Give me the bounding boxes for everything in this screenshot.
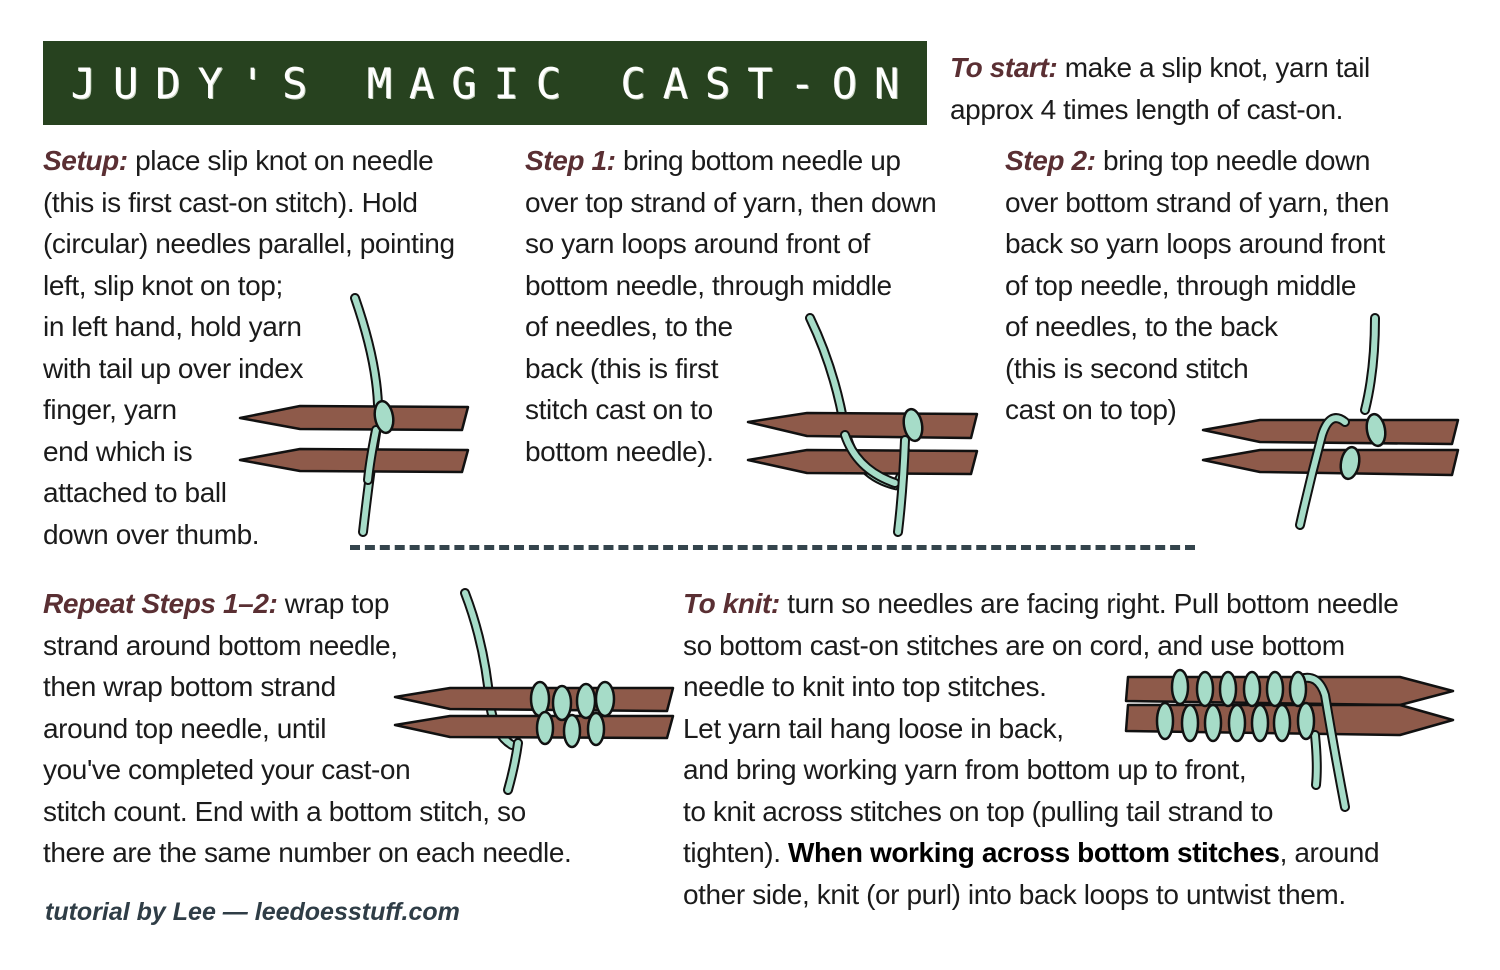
text-line: back (this is first [525, 352, 719, 384]
stitch-loop [594, 680, 616, 718]
text-line: to knit across stitches on top (pulling … [683, 795, 1274, 827]
to-start-text: To start: make a slip knot, yarn tail ap… [950, 47, 1370, 130]
title-banner: JUDY'S MAGIC CAST-ON [43, 41, 927, 125]
text-line: over bottom strand of yarn, then [1005, 186, 1390, 218]
text-line: other side, knit (or purl) into back loo… [683, 878, 1346, 910]
step1-illustration [746, 313, 979, 537]
text-line: finger, yarn [43, 394, 177, 425]
text-line: attached to ball [43, 477, 227, 508]
stitch-loop [1265, 670, 1285, 708]
slip-knot [373, 399, 395, 435]
top-needle [238, 404, 470, 432]
stitch-loop [586, 711, 606, 747]
text-line: needle to knit into top stitches. [683, 671, 1047, 702]
dashed-divider [350, 545, 1195, 550]
top-needle [746, 411, 979, 440]
text-line: and bring working yarn from bottom up to… [683, 754, 1247, 785]
text-line: of needles, to the back [1005, 311, 1278, 342]
text-line: wrap top [277, 588, 390, 619]
text-line: down over thumb. [43, 518, 260, 550]
emphasis-text: When working across bottom stitches [787, 837, 1280, 868]
step1-label: Step 1: [525, 145, 616, 176]
bottom-needle [1201, 448, 1460, 477]
repeat-label: Repeat Steps 1–2: [43, 588, 278, 619]
step2-illustration [1201, 313, 1460, 530]
stitch-loop [535, 710, 555, 746]
text-line: end which is [43, 435, 193, 467]
text-line: strand around bottom needle, [43, 629, 398, 661]
stitch-loop [1155, 701, 1175, 741]
text-line: make a slip knot, yarn tail [1057, 52, 1371, 83]
stitch-loop [575, 682, 597, 720]
text-line: back so yarn loops around front [1005, 228, 1385, 259]
knit-illustration [1124, 668, 1455, 812]
text-line: (circular) needles parallel, pointing [43, 228, 455, 259]
stitch-loop [1203, 703, 1223, 743]
text-line: cast on to top) [1005, 394, 1177, 425]
text-line: you've completed your cast-on [43, 754, 411, 785]
text-line: then wrap bottom strand [43, 671, 336, 702]
text-line: in left hand, hold yarn [43, 311, 302, 342]
stitch-loop [1296, 701, 1316, 741]
text-line: over top strand of yarn, then down [525, 186, 937, 218]
top-needle [1201, 418, 1460, 446]
stitch-loop [1339, 445, 1361, 481]
stitch-loop [1195, 670, 1215, 708]
stitch-loop [1227, 703, 1247, 743]
text-line: bottom needle, through middle [525, 269, 892, 301]
repeat-illustration [393, 588, 675, 795]
repeat-text: Repeat Steps 1–2: wrap top strand around… [43, 583, 572, 874]
text-line: Let yarn tail hang loose in back, [683, 712, 1064, 744]
page-title: JUDY'S MAGIC CAST-ON [70, 58, 917, 108]
text-line: with tail up over index [43, 352, 304, 384]
stitch-loop [1365, 412, 1387, 448]
to-knit-text: To knit: turn so needles are facing righ… [683, 583, 1399, 915]
text-line: so bottom cast-on stitches are on cord, … [683, 629, 1345, 661]
text-line: of needles, to the [525, 311, 733, 342]
setup-illustration [238, 293, 470, 537]
stitch-loop [1180, 703, 1200, 743]
text-line: around top needle, until [43, 712, 327, 744]
text-line: (this is second stitch [1005, 352, 1249, 384]
text-line: place slip knot on needle [127, 145, 434, 176]
stitch-loop [1218, 670, 1238, 708]
text-line: stitch count. End with a bottom stitch, … [43, 795, 526, 827]
text-line: bring top needle down [1095, 145, 1371, 176]
text-line: bring bottom needle up [615, 145, 901, 176]
text-line: (this is first cast-on stitch). Hold [43, 186, 418, 218]
to-start-label: To start: [950, 52, 1058, 83]
text-line: left, slip knot on top; [43, 269, 283, 301]
footer-credit: tutorial by Lee — leedoesstuff.com [45, 898, 460, 926]
step2-text: Step 2: bring top needle down over botto… [1005, 140, 1389, 431]
text-line: of top needle, through middle [1005, 269, 1357, 301]
stitch-loop [1170, 668, 1190, 706]
step2-label: Step 2: [1005, 145, 1096, 176]
text-line: there are the same number on each needle… [43, 837, 572, 868]
text-line: tighten). [683, 837, 788, 868]
stitch-loop [902, 407, 924, 443]
stitch-loop [551, 684, 573, 722]
text-line: turn so needles are facing right. Pull b… [779, 588, 1399, 619]
stitch-loop [562, 713, 582, 749]
text-line: so yarn loops around front of [525, 228, 870, 259]
to-knit-label: To knit: [683, 588, 780, 619]
stitch-loop [1288, 670, 1308, 708]
text-line: bottom needle). [525, 435, 714, 467]
setup-text: Setup: place slip knot on needle (this i… [43, 140, 455, 555]
text-line: approx 4 times length of cast-on. [950, 93, 1344, 125]
stitch-loop [1272, 703, 1292, 743]
stitch-loop [1250, 703, 1270, 743]
setup-label: Setup: [43, 145, 128, 176]
stitch-loop [1242, 670, 1262, 708]
bottom-needle [238, 447, 470, 474]
step1-text: Step 1: bring bottom needle up over top … [525, 140, 937, 472]
bottom-needle [393, 714, 675, 740]
text-line: , around [1279, 837, 1380, 868]
text-line: stitch cast on to [525, 394, 713, 425]
